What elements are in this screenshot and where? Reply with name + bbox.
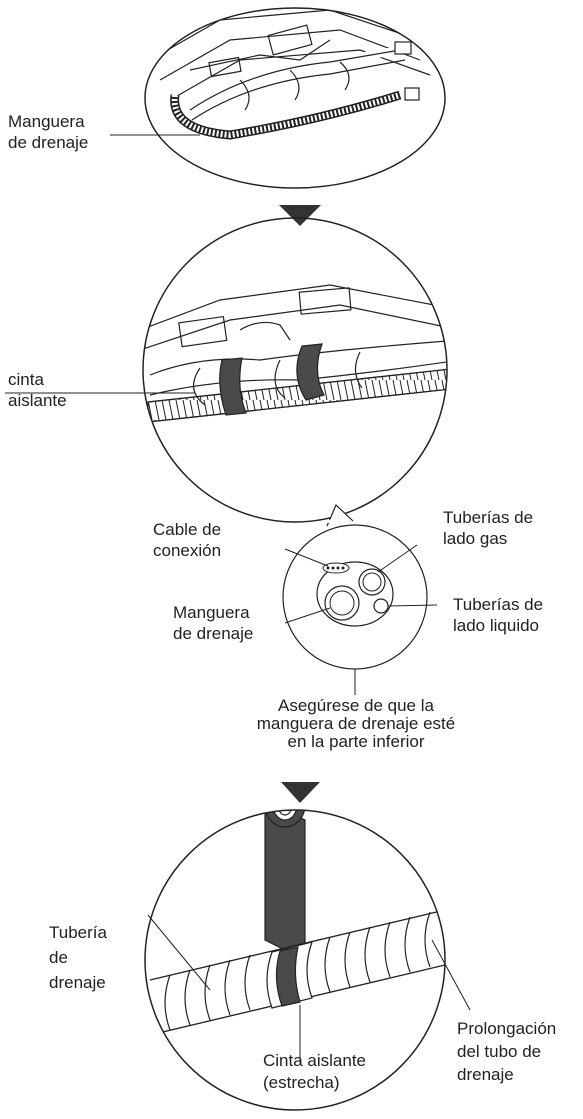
tape-label: cinta aislante [8, 369, 67, 411]
section-drain-hose-label: Manguera de drenaje [173, 602, 253, 644]
down-arrow-icon [279, 205, 321, 226]
label-line: Tuberías de [443, 508, 534, 527]
label-line: conexión [153, 541, 222, 560]
cable-section [322, 562, 350, 574]
extension-label: Prolongación del tubo de drenaje [457, 1017, 556, 1086]
note-line: Asegúrese de que la [278, 696, 434, 715]
liquid-pipe-section [373, 598, 389, 614]
liquid-pipe-label: Tuberías de lado liquido [453, 594, 543, 636]
down-arrow-icon [281, 782, 320, 803]
label-line: de drenaje [173, 624, 254, 643]
bottom-placement-note: Asegúrese de que la manguera de drenaje … [215, 697, 497, 751]
label-line: de drenaje [8, 133, 89, 152]
panel-insulation-tape [5, 217, 448, 523]
narrow-tape-label: Cinta aislante (estrecha) [263, 1050, 366, 1094]
label-line: Prolongación [457, 1019, 557, 1038]
drain-pipe-label: Tubería de drenaje [49, 920, 107, 995]
label-line: (estrecha) [263, 1073, 340, 1092]
label-line: drenaje [457, 1065, 514, 1084]
label-line: Cinta aislante [263, 1051, 367, 1070]
label-line: de [49, 948, 68, 967]
gas-pipe-label: Tuberías de lado gas [443, 507, 533, 549]
label-line: aislante [8, 391, 67, 410]
label-line: Manguera [8, 112, 85, 131]
cable-label: Cable de conexión [153, 519, 221, 561]
label-line: del tubo de [457, 1042, 542, 1061]
label-line: drenaje [49, 973, 106, 992]
label-line: Cable de [153, 520, 222, 539]
label-line: Manguera [173, 603, 250, 622]
section-callout [282, 503, 438, 695]
label-line: lado liquido [453, 616, 540, 635]
panel-drain-hose-overview [110, 7, 446, 189]
drain-hose-label: Manguera de drenaje [8, 111, 88, 153]
panel-narrow-tape [144, 809, 471, 1111]
label-line: Tubería [49, 923, 107, 942]
label-line: lado gas [443, 529, 508, 548]
label-line: cinta [8, 370, 44, 389]
note-line: en la parte inferior [287, 732, 425, 751]
label-line: Tuberías de [453, 595, 544, 614]
note-line: manguera de drenaje esté [256, 714, 456, 733]
